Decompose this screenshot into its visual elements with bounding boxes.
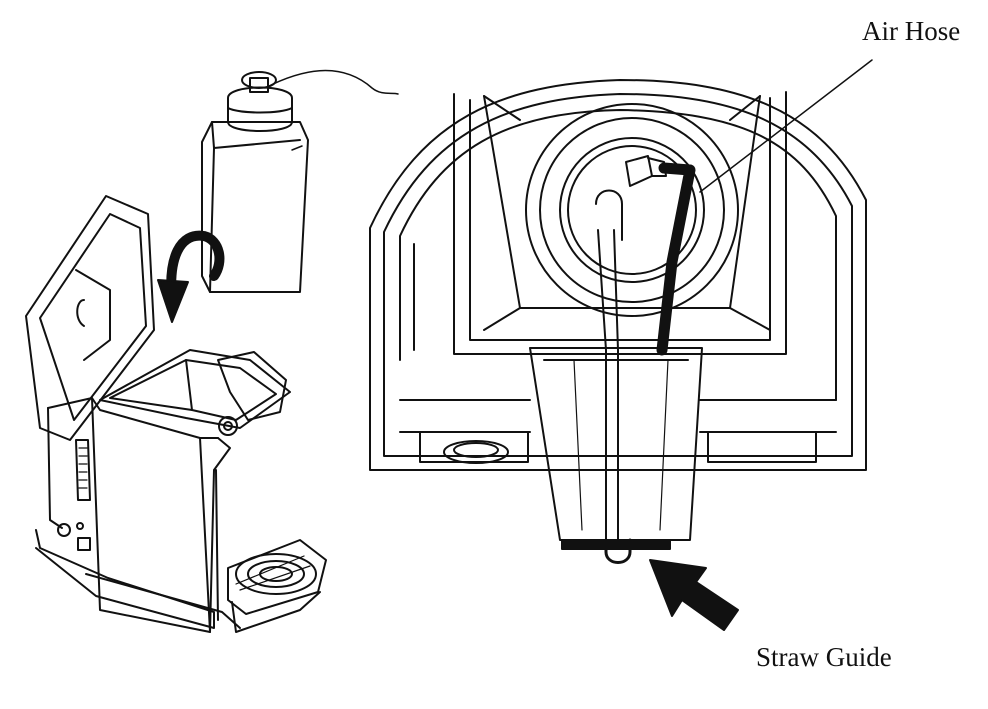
- bottle: [201, 69, 399, 293]
- air-hose-leader: [699, 59, 873, 193]
- pour-arrow: [157, 230, 225, 323]
- air-hose-label: Air Hose: [862, 16, 961, 46]
- closeup: [369, 79, 867, 564]
- straw-guide-label: Straw Guide: [756, 642, 892, 672]
- straw-guide-arrow: [649, 559, 739, 631]
- machine: [25, 195, 327, 633]
